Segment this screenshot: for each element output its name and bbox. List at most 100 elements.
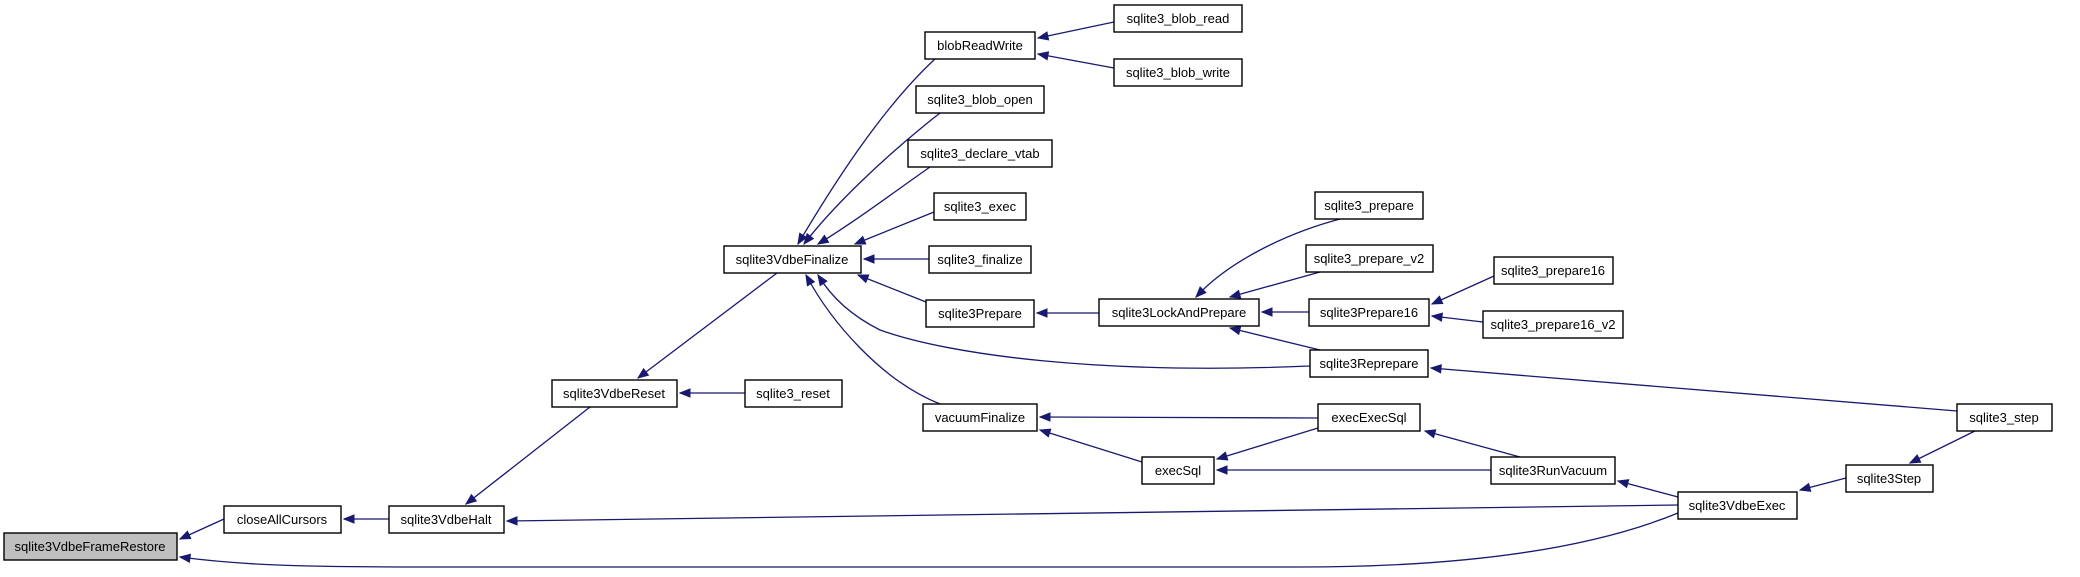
edge-arrowhead bbox=[1215, 451, 1229, 461]
node-box bbox=[925, 299, 1035, 328]
node-box bbox=[1141, 456, 1215, 485]
node-sqlite3step[interactable]: sqlite3Step bbox=[1845, 464, 1934, 493]
edge-blob_read-to-blob_read_write bbox=[1036, 21, 1115, 41]
edge-line bbox=[465, 406, 591, 505]
edge-line bbox=[1431, 275, 1495, 305]
edge-finalize-to-vdbe_finalize bbox=[862, 254, 929, 264]
node-box bbox=[933, 192, 1027, 221]
node-sqlite3-finalize[interactable]: sqlite3_finalize bbox=[928, 245, 1032, 274]
node-label: sqlite3_prepare_v2 bbox=[1314, 251, 1425, 266]
node-sqlite3-step[interactable]: sqlite3_step bbox=[1956, 403, 2053, 432]
node-sqlite3-blob-write[interactable]: sqlite3_blob_write bbox=[1113, 58, 1243, 87]
edge-step-to-reprepare bbox=[1429, 364, 1958, 412]
node-sqlite3-prepare16-v2[interactable]: sqlite3_prepare16_v2 bbox=[1482, 310, 1624, 339]
node-sqlite3lockandprepare[interactable]: sqlite3LockAndPrepare bbox=[1098, 298, 1260, 327]
edge-vdbe_exec-to-vdbe_halt bbox=[505, 504, 1679, 526]
node-label: blobReadWrite bbox=[937, 38, 1023, 53]
edge-close_all_cursors-to-frame_restore bbox=[178, 518, 225, 540]
node-box bbox=[928, 245, 1032, 274]
node-box bbox=[1305, 244, 1434, 273]
edge-arrowhead bbox=[1215, 465, 1228, 475]
node-sqlite3prepare[interactable]: sqlite3Prepare bbox=[925, 299, 1035, 328]
edge-arrowhead bbox=[505, 516, 518, 526]
edge-arrowhead bbox=[1038, 412, 1051, 422]
edge-arrowhead bbox=[816, 234, 830, 245]
nodes-layer: sqlite3VdbeFrameRestore closeAllCursors … bbox=[3, 4, 2053, 561]
edge-arrowhead bbox=[1036, 31, 1050, 41]
node-sqlite3-blob-open[interactable]: sqlite3_blob_open bbox=[915, 85, 1045, 114]
edge-vacuum_finalize-to-vdbe_finalize bbox=[805, 273, 941, 405]
node-label: sqlite3_prepare16 bbox=[1501, 263, 1605, 278]
edge-vdbe_reset-to-vdbe_halt bbox=[464, 406, 591, 505]
edge-arrowhead bbox=[1616, 479, 1630, 489]
node-box bbox=[1845, 464, 1934, 493]
edge-line bbox=[817, 274, 1311, 369]
edge-arrowhead bbox=[856, 274, 870, 284]
node-box bbox=[1308, 298, 1430, 327]
node-sqlite3vdbereset[interactable]: sqlite3VdbeReset bbox=[551, 379, 678, 408]
node-box bbox=[744, 379, 843, 408]
node-vacuumfinalize[interactable]: vacuumFinalize bbox=[922, 403, 1038, 432]
node-sqlite3vdbeframerestore[interactable]: sqlite3VdbeFrameRestore bbox=[3, 532, 178, 561]
node-sqlite3prepare16[interactable]: sqlite3Prepare16 bbox=[1308, 298, 1430, 327]
edge-vdbe_exec-to-run_vacuum bbox=[1616, 479, 1679, 498]
node-box bbox=[551, 379, 678, 408]
edge-arrowhead bbox=[1423, 429, 1437, 439]
edge-arrowhead bbox=[1038, 428, 1052, 438]
edge-vdbe_exec-to-frame_restore bbox=[178, 512, 1679, 568]
node-sqlite3-exec[interactable]: sqlite3_exec bbox=[933, 192, 1027, 221]
node-label: sqlite3_prepare bbox=[1324, 198, 1414, 213]
node-sqlite3vdbeexec[interactable]: sqlite3VdbeExec bbox=[1677, 491, 1798, 520]
edge-blob_open-to-vdbe_finalize bbox=[803, 112, 941, 246]
edge-exec-to-vdbe_finalize bbox=[853, 211, 935, 245]
node-label: vacuumFinalize bbox=[935, 410, 1025, 425]
edge-exec_exec_sql-to-exec_sql bbox=[1215, 427, 1319, 461]
node-sqlite3vdbehalt[interactable]: sqlite3VdbeHalt bbox=[388, 505, 505, 534]
node-sqlite3-prepare16[interactable]: sqlite3_prepare16 bbox=[1493, 256, 1614, 285]
node-execsql[interactable]: execSql bbox=[1141, 456, 1215, 485]
node-label: sqlite3_reset bbox=[756, 386, 830, 401]
edge-line bbox=[1229, 327, 1321, 351]
node-sqlite3runvacuum[interactable]: sqlite3RunVacuum bbox=[1490, 456, 1616, 485]
node-sqlite3-blob-read[interactable]: sqlite3_blob_read bbox=[1113, 4, 1243, 33]
edge-arrowhead bbox=[636, 367, 650, 379]
edge-vdbe_finalize-to-vdbe_reset bbox=[636, 272, 778, 379]
node-sqlite3-declare-vtab[interactable]: sqlite3_declare_vtab bbox=[907, 139, 1053, 168]
node-execexecsql[interactable]: execExecSql bbox=[1317, 403, 1421, 432]
node-label: execExecSql bbox=[1331, 410, 1406, 425]
node-sqlite3-prepare[interactable]: sqlite3_prepare bbox=[1314, 191, 1424, 220]
edge-line bbox=[506, 504, 1679, 522]
node-label: sqlite3_blob_write bbox=[1126, 65, 1230, 80]
node-box bbox=[922, 403, 1038, 432]
edge-line bbox=[1430, 367, 1958, 412]
edge-arrowhead bbox=[1036, 51, 1050, 61]
node-sqlite3-prepare-v2[interactable]: sqlite3_prepare_v2 bbox=[1305, 244, 1434, 273]
node-label: sqlite3Step bbox=[1857, 471, 1921, 486]
edge-prepare_v2-to-lock_and_prepare bbox=[1228, 271, 1321, 299]
node-sqlite3reprepare[interactable]: sqlite3Reprepare bbox=[1309, 349, 1429, 378]
edge-arrowhead bbox=[817, 273, 828, 287]
edge-arrowhead bbox=[1798, 482, 1812, 492]
edge-exec_sql-to-vacuum_finalize bbox=[1038, 428, 1143, 463]
edge-blob_write-to-blob_read_write bbox=[1036, 51, 1115, 69]
node-label: sqlite3_step bbox=[1969, 410, 2038, 425]
node-sqlite3vdbefinalize[interactable]: sqlite3VdbeFinalize bbox=[723, 245, 862, 274]
node-box bbox=[1493, 256, 1614, 285]
node-box bbox=[723, 245, 862, 274]
node-box bbox=[1113, 58, 1243, 87]
node-blobreadwrite[interactable]: blobReadWrite bbox=[924, 31, 1036, 60]
node-box bbox=[1677, 491, 1798, 520]
edge-step-to-step_internal bbox=[1908, 430, 1976, 464]
node-sqlite3-reset[interactable]: sqlite3_reset bbox=[744, 379, 843, 408]
edge-prepare-to-lock_and_prepare bbox=[1195, 218, 1341, 298]
edge-arrowhead bbox=[797, 232, 808, 246]
node-box bbox=[223, 505, 342, 534]
node-closeallcursors[interactable]: closeAllCursors bbox=[223, 505, 342, 534]
edge-arrowhead bbox=[805, 273, 816, 287]
node-box bbox=[1314, 191, 1424, 220]
edge-arrowhead bbox=[678, 388, 691, 398]
edge-step_internal-to-vdbe_exec bbox=[1798, 477, 1847, 492]
edge-line bbox=[637, 272, 778, 379]
edge-arrowhead bbox=[1908, 454, 1922, 464]
node-box bbox=[1113, 4, 1243, 33]
